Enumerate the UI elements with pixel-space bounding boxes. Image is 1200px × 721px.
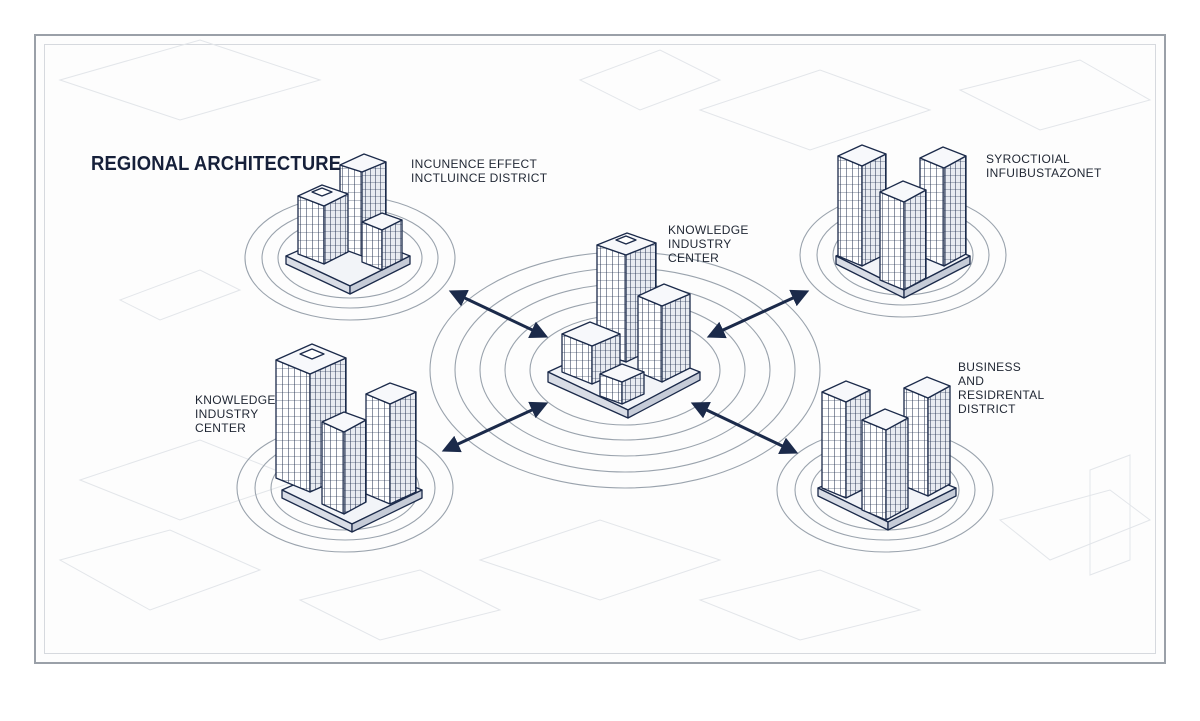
arrow-top-left [448, 290, 549, 338]
bottom-right-building-cluster [817, 376, 957, 531]
label-center: KNOWLEDGE INDUSTRY CENTER [668, 223, 749, 265]
arrow-top-right [706, 289, 810, 339]
label-bottom-right: BUSINESS AND RESIDRENTAL DISTRICT [958, 360, 1045, 416]
bottom-left-building-cluster [275, 343, 423, 533]
arrow-bottom-left [441, 401, 549, 453]
arrow-bottom-right [690, 402, 799, 454]
background-city-lines [58, 39, 1152, 641]
label-bottom-left: KNOWLEDGE INDUSTRY CENTER [195, 393, 276, 435]
diagram-title: REGIONAL ARCHITECTURE [91, 153, 342, 175]
diagram-inner-border [44, 44, 1156, 654]
label-top-right: SYROCTIOIAL INFUIBUSTAZONET [986, 152, 1102, 180]
top-right-building-cluster [835, 144, 971, 299]
label-top-left: INCUNENCE EFFECT INCTLUINCE DISTRICT [411, 157, 548, 185]
top-left-building-cluster [285, 153, 411, 295]
connection-arrows [441, 289, 810, 454]
center-building-cluster [547, 232, 701, 419]
